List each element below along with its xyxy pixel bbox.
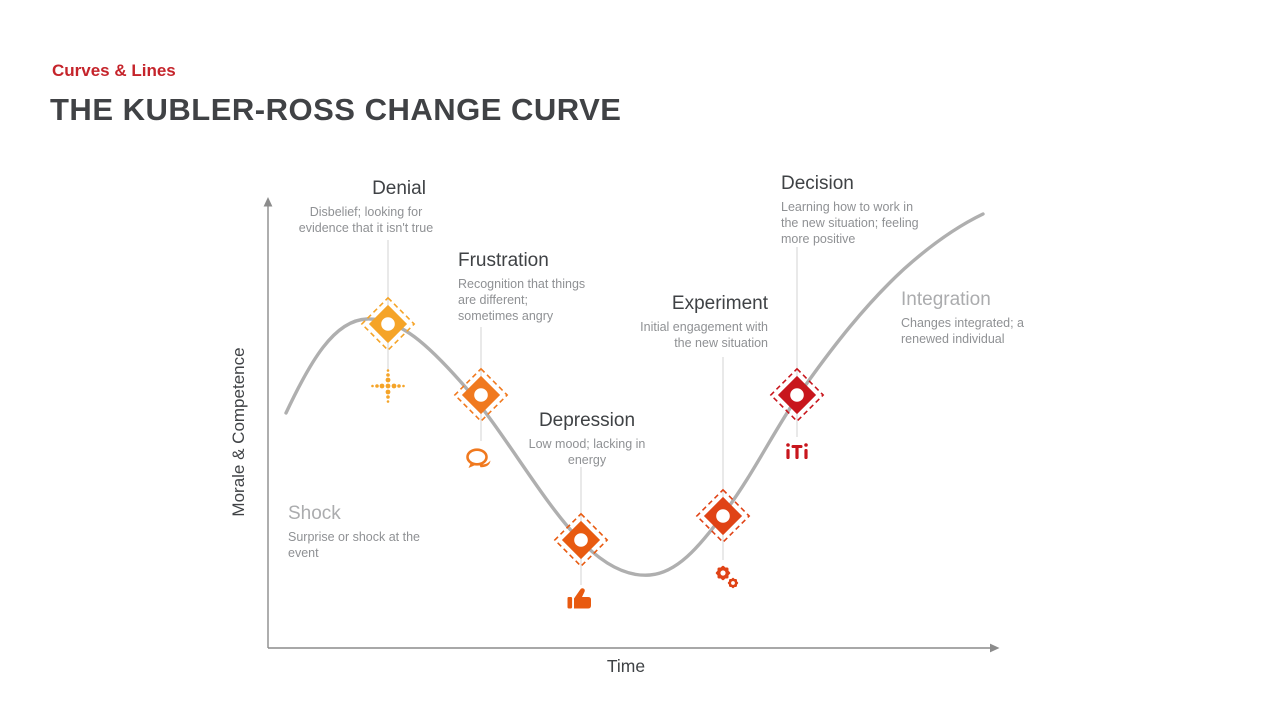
- gears-icon: [715, 565, 739, 589]
- stage-title: Experiment: [671, 293, 768, 314]
- stage-desc-line: are different;: [458, 293, 528, 307]
- stage-title: Decision: [781, 173, 854, 194]
- stage-title: Frustration: [458, 250, 549, 271]
- y-axis-label: Morale & Competence: [229, 347, 248, 517]
- stage-desc-line: Disbelief; looking for: [309, 205, 423, 219]
- eyebrow-label: Curves & Lines: [52, 61, 176, 80]
- stage-label-depression: Depression Low mood; lacking in energy: [504, 409, 670, 468]
- move-dots-icon: [371, 369, 405, 403]
- stage-title: Depression: [538, 410, 636, 431]
- stage-label-shock: Shock Surprise or shock at the event: [288, 502, 458, 561]
- chat-bubble-icon: [466, 448, 491, 468]
- stage-desc-line: Recognition that things: [458, 277, 586, 291]
- stage-desc-line: Initial engagement with: [640, 320, 768, 334]
- stage-desc: Recognition that things are different; s…: [458, 276, 628, 324]
- stage-desc: Surprise or shock at the event: [288, 529, 458, 561]
- denial-marker[interactable]: [360, 296, 416, 352]
- stage-desc: Changes integrated; a renewed individual: [901, 315, 1061, 347]
- x-axis-label: Time: [606, 656, 646, 676]
- stage-desc-line: Learning how to work in: [781, 200, 914, 214]
- stage-desc: Disbelief; looking for evidence that it …: [278, 204, 454, 236]
- stage-label-frustration: Frustration Recognition that things are …: [458, 249, 628, 324]
- hierarchy-icon: [786, 443, 808, 459]
- stage-desc-line: Changes integrated; a: [901, 316, 1025, 330]
- stage-desc: Learning how to work in the new situatio…: [781, 199, 956, 247]
- stage-desc-line: energy: [567, 453, 607, 467]
- stage-desc-line: event: [288, 546, 319, 560]
- frustration-marker[interactable]: [453, 367, 509, 423]
- thumbs-up-icon: [567, 588, 591, 609]
- stage-desc-line: the new situation; feeling: [781, 216, 919, 230]
- x-axis-arrow-icon: [990, 643, 1000, 653]
- stage-title: Shock: [288, 503, 341, 524]
- stage-desc-line: evidence that it isn't true: [298, 221, 434, 235]
- stage-desc-line: Surprise or shock at the: [288, 530, 421, 544]
- stage-label-denial: Denial Disbelief; looking for evidence t…: [278, 177, 454, 236]
- stage-desc: Low mood; lacking in energy: [504, 436, 670, 468]
- experiment-marker[interactable]: [695, 488, 751, 544]
- stage-label-integration: Integration Changes integrated; a renewe…: [901, 288, 1061, 347]
- stage-desc-line: sometimes angry: [458, 309, 554, 323]
- stage-label-decision: Decision Learning how to work in the new…: [781, 172, 956, 247]
- y-axis-arrow-icon: [263, 197, 273, 207]
- stage-desc: Initial engagement with the new situatio…: [600, 319, 768, 351]
- page-title: THE KUBLER-ROSS CHANGE CURVE: [50, 92, 622, 127]
- stage-desc-line: renewed individual: [901, 332, 1005, 346]
- stage-desc-line: Low mood; lacking in: [528, 437, 646, 451]
- stage-desc-line: more positive: [781, 232, 856, 246]
- axes: [267, 205, 991, 649]
- stage-desc-line: the new situation: [674, 336, 768, 350]
- stage-label-experiment: Experiment Initial engagement with the n…: [600, 292, 768, 351]
- stage-title: Denial: [372, 178, 426, 199]
- decision-marker[interactable]: [769, 367, 825, 423]
- stage-title: Integration: [901, 289, 991, 310]
